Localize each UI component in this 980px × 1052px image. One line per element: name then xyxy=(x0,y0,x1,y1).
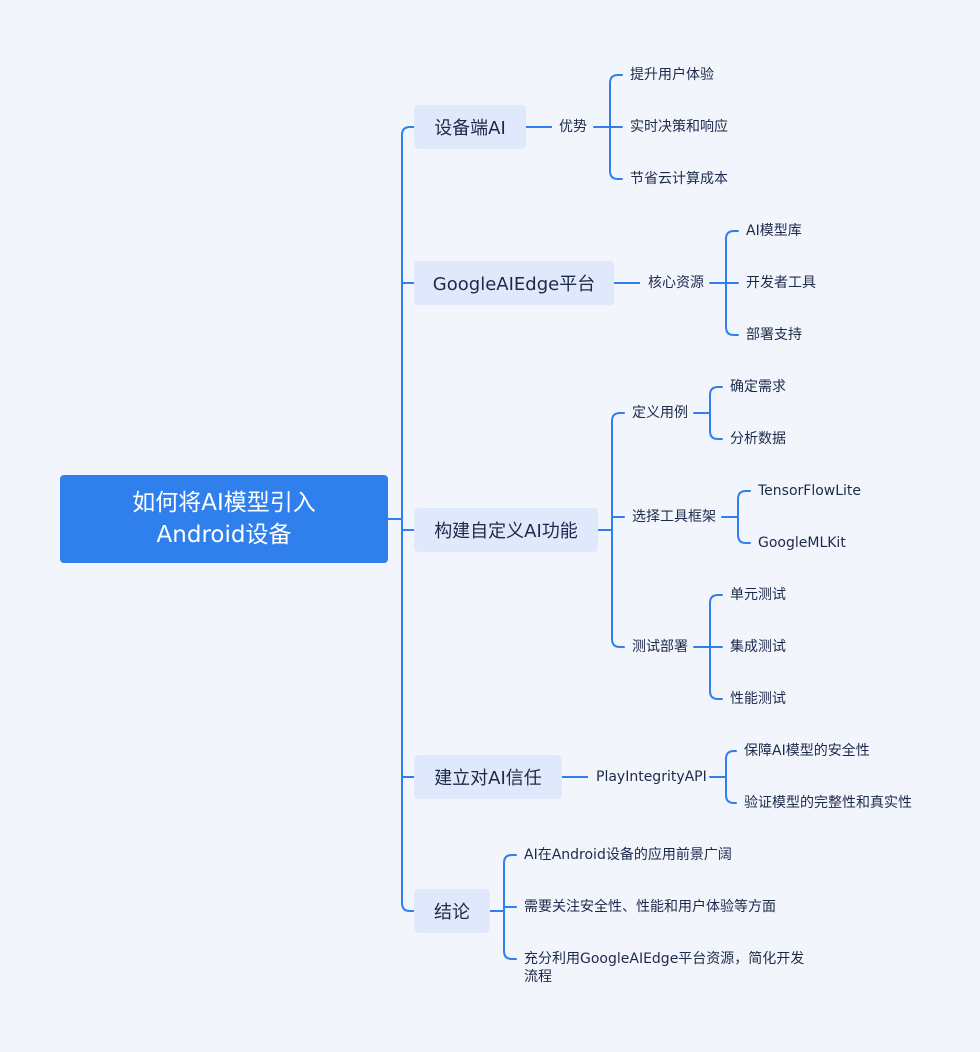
root-topic[interactable]: 如何将AI模型引入 Android设备 xyxy=(60,475,388,563)
branch-on-device-ai[interactable]: 设备端AI xyxy=(414,105,526,149)
leaf-tensorflow-lite[interactable]: TensorFlowLite xyxy=(758,483,862,499)
connector-branch4 xyxy=(489,854,517,960)
leaf-integration-test[interactable]: 集成测试 xyxy=(730,639,786,655)
connector-test-deploy xyxy=(693,594,723,700)
connector-core-resources xyxy=(709,230,739,336)
leaf-google-ml-kit[interactable]: GoogleMLKit xyxy=(758,535,846,551)
sub-play-integrity-api[interactable]: PlayIntegrityAPI xyxy=(596,769,707,785)
leaf-model-library[interactable]: AI模型库 xyxy=(746,223,802,239)
root-title-line1: 如何将AI模型引入 xyxy=(132,490,316,516)
sub-core-resources[interactable]: 核心资源 xyxy=(648,275,704,291)
sub-define-use-case[interactable]: 定义用例 xyxy=(632,405,688,421)
leaf-realtime-decision[interactable]: 实时决策和响应 xyxy=(630,119,728,135)
leaf-model-integrity[interactable]: 验证模型的完整性和真实性 xyxy=(744,795,912,811)
leaf-analyze-data[interactable]: 分析数据 xyxy=(730,431,786,447)
connector-define-use-case xyxy=(693,386,723,440)
leaf-user-experience[interactable]: 提升用户体验 xyxy=(630,67,714,83)
sub-test-deploy[interactable]: 测试部署 xyxy=(632,639,688,655)
sub-advantages[interactable]: 优势 xyxy=(559,119,587,135)
leaf-model-security[interactable]: 保障AI模型的安全性 xyxy=(744,743,870,759)
leaf-determine-needs[interactable]: 确定需求 xyxy=(730,379,786,395)
leaf-conclusion-prospect[interactable]: AI在Android设备的应用前景广阔 xyxy=(524,847,732,863)
connector-branch2 xyxy=(597,412,625,648)
leaf-developer-tools[interactable]: 开发者工具 xyxy=(746,275,816,291)
leaf-unit-test[interactable]: 单元测试 xyxy=(730,587,786,603)
leaf-conclusion-leverage[interactable]: 充分利用GoogleAIEdge平台资源，简化开发流程 xyxy=(524,951,805,985)
branch-ai-trust[interactable]: 建立对AI信任 xyxy=(414,755,562,799)
leaf-save-cloud-cost[interactable]: 节省云计算成本 xyxy=(630,171,728,187)
branch-conclusion[interactable]: 结论 xyxy=(414,889,490,933)
branch-google-ai-edge[interactable]: GoogleAIEdge平台 xyxy=(414,261,614,305)
branch-custom-ai[interactable]: 构建自定义AI功能 xyxy=(414,508,598,552)
leaf-conclusion-focus[interactable]: 需要关注安全性、性能和用户体验等方面 xyxy=(524,899,776,915)
connector-root xyxy=(387,126,415,912)
leaf-performance-test[interactable]: 性能测试 xyxy=(730,691,786,707)
connector-choose-framework xyxy=(721,490,751,544)
connector-play-integrity xyxy=(709,750,737,804)
connector-advantages xyxy=(593,74,623,180)
leaf-deploy-support[interactable]: 部署支持 xyxy=(746,327,802,343)
sub-choose-framework[interactable]: 选择工具框架 xyxy=(632,509,716,525)
root-title-line2: Android设备 xyxy=(156,522,292,548)
